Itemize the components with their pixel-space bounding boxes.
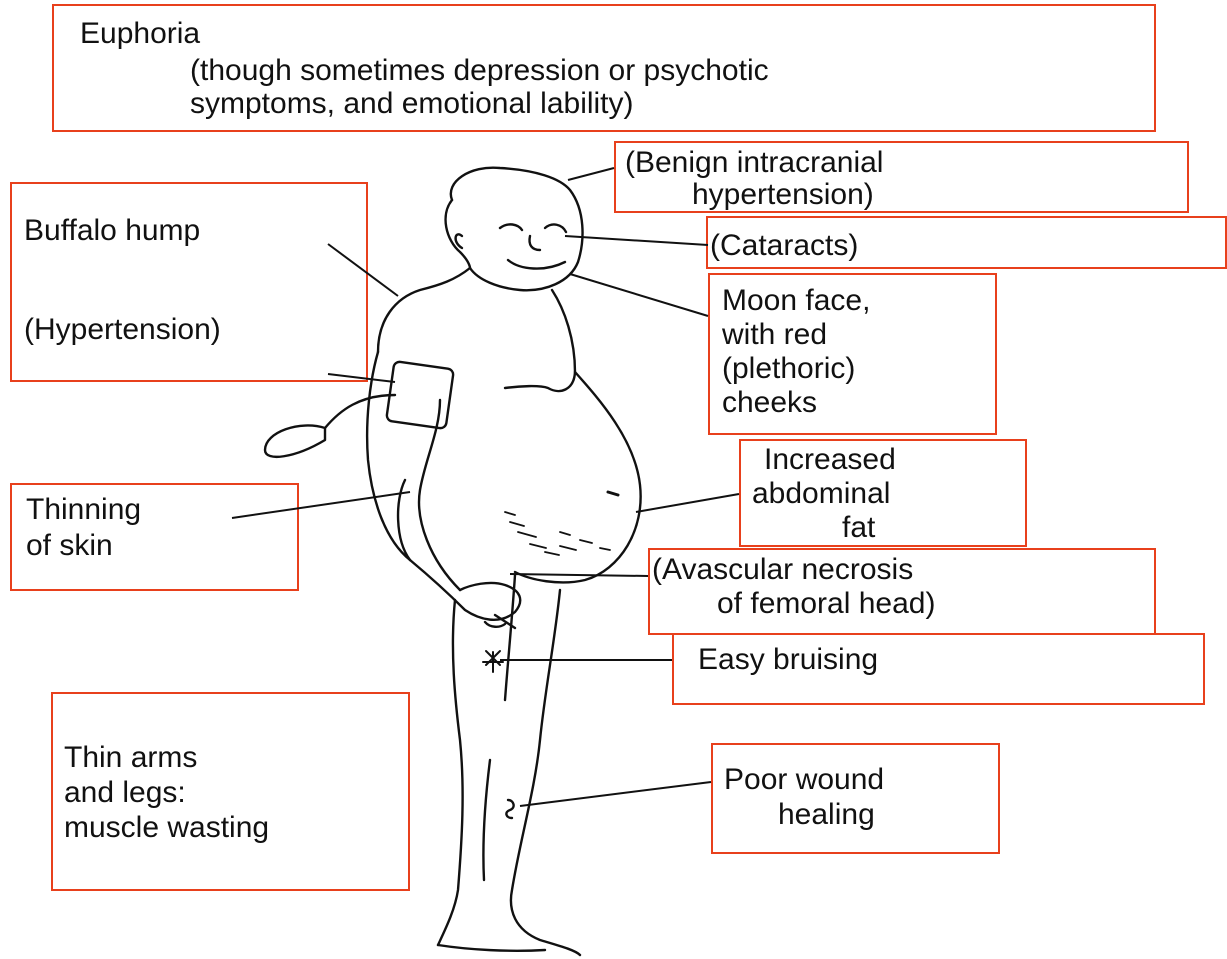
abdominal-line2: abdominal [752,476,890,511]
belly [515,372,641,582]
moon-face-line3: (plethoric) [722,351,855,386]
leader-buffalo [328,244,398,296]
knee-line [483,760,490,880]
forearm [410,560,520,620]
moon-face-line4: cheeks [722,385,817,420]
neck-back [378,268,470,352]
moon-face-line2: with red [722,317,827,352]
thin-limbs-line2: and legs: [64,775,186,810]
euphoria-detail-line1: (though sometimes depression or psychoti… [190,53,769,88]
thinning-line1: Thinning [26,492,141,527]
thin-limbs-line1: Thin arms [64,740,197,775]
buffalo-hump-label: Buffalo hump [24,213,200,248]
leader-thinning [232,492,410,518]
wound-line2: healing [778,797,875,832]
chest-front [505,290,575,391]
hypertension-label: (Hypertension) [24,312,221,347]
thinning-line2: of skin [26,528,113,563]
euphoria-title: Euphoria [80,16,200,51]
bp-tube [325,395,395,428]
bp-cuff [386,361,454,429]
mouth [508,260,565,269]
leg-front [511,590,580,955]
leader-avascular [510,574,648,576]
benign-line1: (Benign intracranial [625,145,883,180]
euphoria-detail-line2: symptoms, and emotional lability) [190,86,634,121]
avascular-line1: (Avascular necrosis [652,552,913,587]
upper-arm-back [367,352,410,560]
abdominal-line1: Increased [764,442,896,477]
nose [529,236,540,250]
ear [456,234,462,248]
thin-limbs-line3: muscle wasting [64,810,269,845]
foot [438,945,545,951]
moon-face-line1: Moon face, [722,283,870,318]
striae [505,512,610,555]
abdominal-line3: fat [842,510,875,545]
eye-left [500,224,522,230]
leg-inner [505,575,515,700]
eye-right [545,225,566,232]
leader-cataracts [565,236,708,245]
cataracts-label: (Cataracts) [710,228,858,263]
leader-benign [568,168,614,180]
avascular-line2: of femoral head) [717,586,935,621]
wound-mark [506,800,513,818]
leader-moon-face [570,274,708,316]
leader-abdominal [636,494,739,512]
benign-line2: hypertension) [692,177,874,212]
leader-wound [520,782,711,806]
leg-back [438,600,463,945]
bp-bulb [265,425,325,456]
easy-bruising-label: Easy bruising [698,642,878,677]
bruise-mark [483,651,503,672]
leader-hypertension [328,374,395,382]
wound-line1: Poor wound [724,762,884,797]
navel [608,492,618,495]
